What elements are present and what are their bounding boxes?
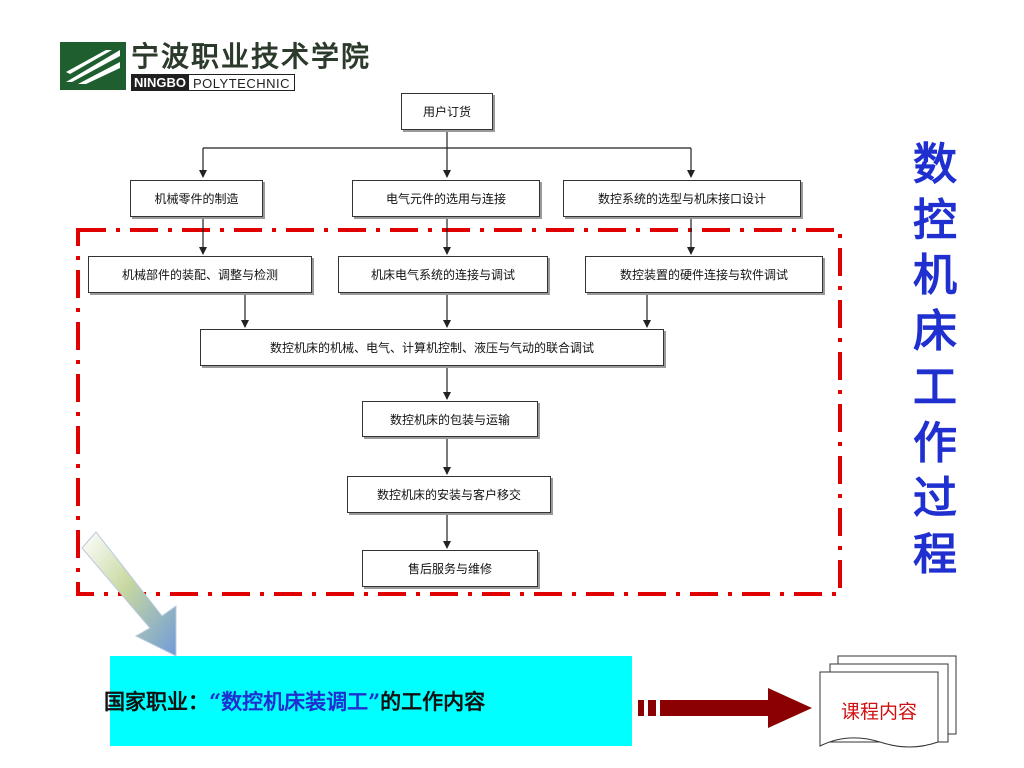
node-after-sales: 售后服务与维修 xyxy=(362,550,538,587)
node-install-handover: 数控机床的安装与客户移交 xyxy=(347,476,551,513)
logo-chinese-name: 宁波职业技术学院 xyxy=(131,40,372,73)
side-title-char: 控 xyxy=(913,194,957,246)
occupation-text: 国家职业：“数控机床装调工”的工作内容 xyxy=(104,688,485,716)
side-title-char: 作 xyxy=(913,417,957,469)
occupation-suffix: 的工作内容 xyxy=(380,689,486,714)
side-title-char: 过 xyxy=(913,473,957,525)
side-title-char: 数 xyxy=(913,139,957,190)
node-packing-transport: 数控机床的包装与运输 xyxy=(362,401,538,437)
logo-emblem-icon xyxy=(60,42,126,90)
dashed-frame xyxy=(76,228,842,596)
logo-english-polytechnic: POLYTECHNIC xyxy=(189,74,295,91)
node-mechanical-manufacture: 机械零件的制造 xyxy=(130,180,263,217)
side-title-char: 机 xyxy=(913,250,957,302)
node-electrical-selection: 电气元件的选用与连接 xyxy=(352,180,540,217)
right-arrow-icon xyxy=(638,688,812,728)
occupation-quoted: “数控机床装调工” xyxy=(209,689,381,714)
side-title-char: 程 xyxy=(913,528,957,580)
side-vertical-title: 数 控 机 床 工 作 过 程 xyxy=(900,140,970,580)
occupation-banner xyxy=(110,656,632,746)
document-stack-icon xyxy=(819,655,957,748)
node-electrical-commissioning: 机床电气系统的连接与调试 xyxy=(338,256,548,293)
node-cnc-system-design: 数控系统的选型与机床接口设计 xyxy=(563,180,801,217)
big-pointer-arrow-icon xyxy=(81,531,177,657)
course-content-label: 课程内容 xyxy=(840,701,917,723)
occupation-prefix: 国家职业： xyxy=(104,689,209,714)
side-title-char: 工 xyxy=(913,361,957,413)
logo-english-ningbo: NINGBO xyxy=(131,74,189,91)
logo-english-name: NINGBO POLYTECHNIC xyxy=(131,74,295,91)
node-mechanical-assembly: 机械部件的装配、调整与检测 xyxy=(88,256,312,293)
node-cnc-device-debug: 数控装置的硬件连接与软件调试 xyxy=(585,256,823,293)
node-order: 用户订货 xyxy=(401,93,493,130)
side-title-char: 床 xyxy=(913,306,957,358)
node-joint-commissioning: 数控机床的机械、电气、计算机控制、液压与气动的联合调试 xyxy=(200,329,664,366)
